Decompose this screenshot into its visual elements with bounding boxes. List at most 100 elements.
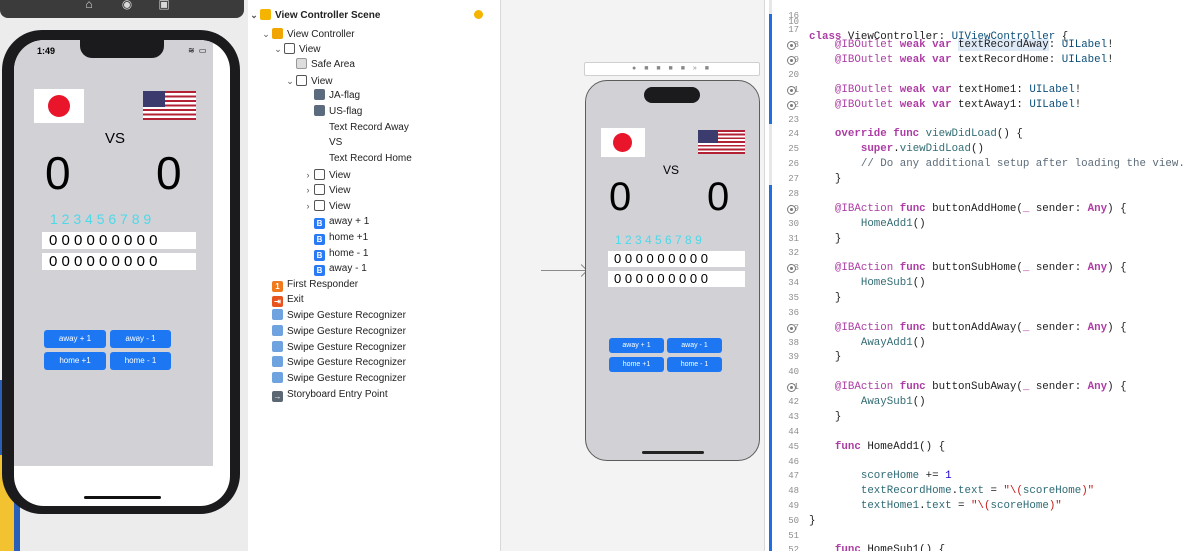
action-connection-icon[interactable] [787, 205, 796, 214]
outline-item-view[interactable]: ⌄View [284, 73, 333, 89]
code-line-34[interactable]: 34 HomeSub1() [765, 276, 1200, 291]
outline-item-swipe-gesture[interactable]: Swipe Gesture Recognizer [272, 340, 406, 356]
code-line-38[interactable]: 38 AwayAdd1() [765, 336, 1200, 351]
code-line-44[interactable]: 44 [765, 425, 1200, 440]
code-line-52[interactable]: 52 func HomeSub1() { [765, 543, 1200, 551]
outline-item-exit[interactable]: ⇥Exit [272, 292, 304, 308]
us-flag[interactable] [698, 130, 745, 154]
code-line-41[interactable]: 41 @IBAction func buttonSubAway(_ sender… [765, 380, 1200, 395]
outline-item-us-flag[interactable]: US-flag [314, 104, 362, 120]
chevron-right-icon[interactable]: › [306, 185, 310, 195]
score-home[interactable]: 0 [707, 175, 730, 219]
text-record-away[interactable]: 0 0 0 0 0 0 0 0 0 [608, 251, 745, 267]
score-away[interactable]: 0 [609, 175, 632, 219]
code-line-45[interactable]: 45 func HomeAdd1() { [765, 440, 1200, 455]
code-line-51[interactable]: 51 [765, 529, 1200, 544]
code-line-39[interactable]: 39 } [765, 350, 1200, 365]
outline-item-view[interactable]: ⌄View [272, 41, 321, 57]
action-connection-icon[interactable] [787, 383, 796, 392]
scene-dock-icons[interactable]: ● ■ ■ ■ ■ » ■ [584, 62, 760, 76]
code-line-27[interactable]: 27 } [765, 172, 1200, 187]
away-add-button[interactable]: away + 1 [609, 338, 664, 353]
home-sub-button[interactable]: home - 1 [667, 357, 722, 372]
rotate-icon[interactable]: ▣ [158, 0, 170, 11]
entry-point-arrow[interactable] [541, 270, 585, 271]
code-line-18[interactable]: 18 @IBOutlet weak var textRecordAway: UI… [765, 38, 1200, 53]
code-line-35[interactable]: 35 } [765, 291, 1200, 306]
inning-numbers[interactable]: 1 2 3 4 5 6 7 8 9 [615, 233, 702, 247]
outlet-connection-icon[interactable] [787, 101, 796, 110]
code-line-22[interactable]: 22 @IBOutlet weak var textAway1: UILabel… [765, 98, 1200, 113]
code-line-24[interactable]: 24 override func viewDidLoad() { [765, 127, 1200, 142]
canvas-view-controller[interactable]: VS 0 0 1 2 3 4 5 6 7 8 9 0 0 0 0 0 0 0 0… [585, 80, 760, 461]
action-connection-icon[interactable] [787, 324, 796, 333]
home-add-button[interactable]: home +1 [609, 357, 664, 372]
vs-label[interactable]: VS [663, 163, 680, 177]
away-sub-button[interactable]: away - 1 [667, 338, 722, 353]
ja-flag[interactable] [601, 128, 645, 157]
code-line-40[interactable]: 40 [765, 365, 1200, 380]
chevron-down-icon[interactable]: ⌄ [286, 76, 294, 86]
code-line-33[interactable]: 33 @IBAction func buttonSubHome(_ sender… [765, 261, 1200, 276]
home-sub-button[interactable]: home - 1 [110, 352, 171, 370]
outlet-connection-icon[interactable] [787, 56, 796, 65]
code-line-48[interactable]: 48 textRecordHome.text = "\(scoreHome)" [765, 484, 1200, 499]
code-line-43[interactable]: 43 } [765, 410, 1200, 425]
outline-item-entry-point[interactable]: →Storyboard Entry Point [272, 387, 388, 403]
action-connection-icon[interactable] [787, 264, 796, 273]
code-line-46[interactable]: 46 [765, 455, 1200, 470]
code-line-19[interactable]: 19 @IBOutlet weak var textRecordHome: UI… [765, 53, 1200, 68]
screenshot-icon[interactable]: ◉ [121, 0, 133, 11]
code-line-37[interactable]: 37 @IBAction func buttonAddAway(_ sender… [765, 321, 1200, 336]
outline-scene-header[interactable]: ⌄View Controller Scene [248, 7, 380, 23]
code-line-36[interactable]: 36 [765, 306, 1200, 321]
outline-item-safe-area[interactable]: Safe Area [296, 57, 355, 73]
code-line-28[interactable]: 28 [765, 187, 1200, 202]
code-line-50[interactable]: 50} [765, 514, 1200, 529]
outline-item-ja-flag[interactable]: JA-flag [314, 88, 360, 104]
code-line-49[interactable]: 49 textHome1.text = "\(scoreHome)" [765, 499, 1200, 514]
code-line-30[interactable]: 30 HomeAdd1() [765, 217, 1200, 232]
code-line-20[interactable]: 20 [765, 68, 1200, 83]
outline-item-view[interactable]: ›View [302, 182, 351, 198]
code-line-16[interactable]: 16 [765, 9, 1200, 24]
code-line-17[interactable]: 17 [765, 23, 1200, 38]
code-line-23[interactable]: 23 [765, 113, 1200, 128]
code-line-47[interactable]: 47 scoreHome += 1 [765, 469, 1200, 484]
code-line-29[interactable]: 29 @IBAction func buttonAddHome(_ sender… [765, 202, 1200, 217]
away-sub-button[interactable]: away - 1 [110, 330, 171, 348]
text-record-home[interactable]: 0 0 0 0 0 0 0 0 0 [608, 271, 745, 287]
outline-item-swipe-gesture[interactable]: Swipe Gesture Recognizer [272, 308, 406, 324]
code-line-31[interactable]: 31 } [765, 232, 1200, 247]
outline-item-view-controller[interactable]: ⌄View Controller [260, 26, 355, 42]
chevron-right-icon[interactable]: › [306, 201, 310, 211]
away-add-button[interactable]: away + 1 [44, 330, 106, 348]
code-editor[interactable]: 10 class ViewController: UIViewControlle… [764, 0, 1200, 551]
chevron-down-icon[interactable]: ⌄ [250, 10, 258, 20]
outline-item-view[interactable]: ›View [302, 167, 351, 183]
home-add-button[interactable]: home +1 [44, 352, 106, 370]
outlet-connection-icon[interactable] [787, 86, 796, 95]
chevron-down-icon[interactable]: ⌄ [262, 29, 270, 39]
code-line-25[interactable]: 25 super.viewDidLoad() [765, 142, 1200, 157]
outline-item-swipe-gesture[interactable]: Swipe Gesture Recognizer [272, 355, 406, 371]
outline-item-swipe-gesture[interactable]: Swipe Gesture Recognizer [272, 371, 406, 387]
code-line-32[interactable]: 32 [765, 246, 1200, 261]
chevron-down-icon[interactable]: ⌄ [274, 44, 282, 54]
outlet-connection-icon[interactable] [787, 41, 796, 50]
code-line-21[interactable]: 21 @IBOutlet weak var textHome1: UILabel… [765, 83, 1200, 98]
home-icon[interactable]: ⌂ [85, 0, 93, 11]
code-line-26[interactable]: 26 // Do any additional setup after load… [765, 157, 1200, 172]
outline-item-view[interactable]: ›View [302, 198, 351, 214]
outline-item-swipe-gesture[interactable]: Swipe Gesture Recognizer [272, 324, 406, 340]
chevron-right-icon[interactable]: › [306, 170, 310, 180]
code-line-42[interactable]: 42 AwaySub1() [765, 395, 1200, 410]
